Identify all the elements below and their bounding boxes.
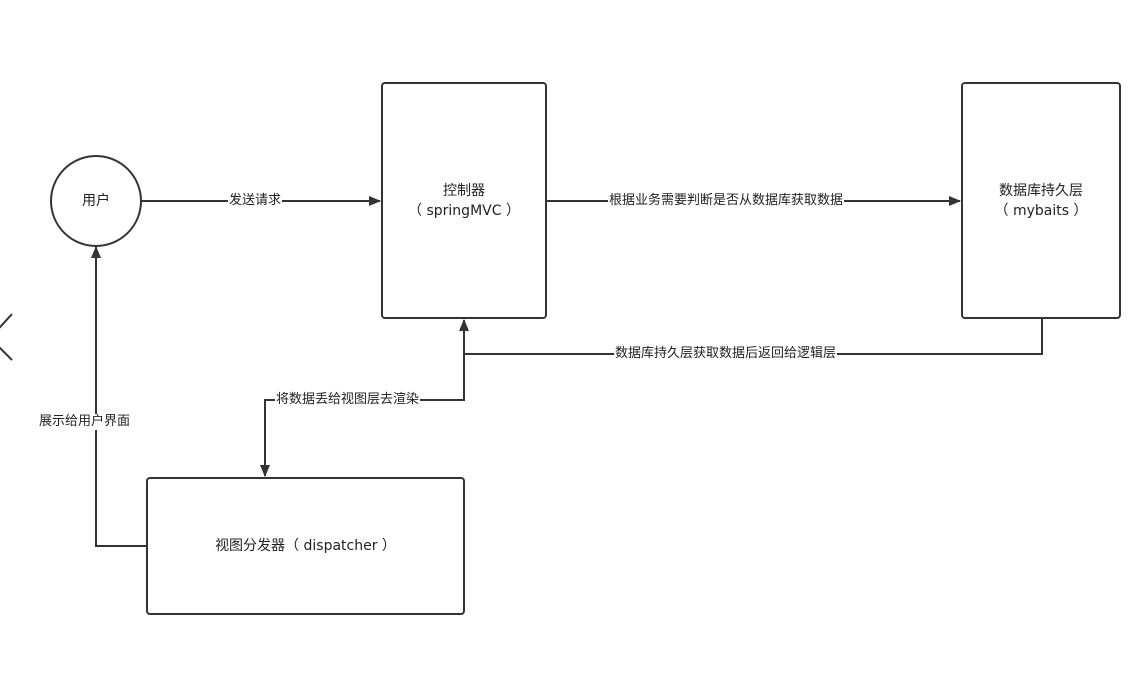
edge-label-show-ui: 展示给用户界面 [38, 414, 132, 430]
edge-label-return-data: 数据库持久层获取数据后返回给逻辑层 [614, 346, 838, 362]
edge-label-send-request: 发送请求 [228, 193, 283, 209]
user-label: 用户 [82, 193, 110, 209]
dispatcher-label: 视图分发器（ dispatcher ） [215, 538, 396, 554]
left-chevron-icon[interactable] [0, 313, 13, 361]
persistence-subtitle: （ mybaits ） [994, 202, 1088, 219]
edge-label-render-view: 将数据丢给视图层去渲染 [275, 392, 421, 408]
persistence-node[interactable]: 数据库持久层 （ mybaits ） [961, 82, 1121, 319]
edge-label-fetch-data: 根据业务需要判断是否从数据库获取数据 [608, 193, 845, 209]
controller-title: 控制器 [443, 182, 485, 199]
persistence-title: 数据库持久层 [999, 182, 1083, 199]
controller-node[interactable]: 控制器 （ springMVC ） [381, 82, 547, 319]
user-node[interactable]: 用户 [50, 155, 142, 247]
edge-show-ui [91, 246, 147, 547]
edge-render-view [260, 354, 465, 477]
controller-subtitle: （ springMVC ） [408, 202, 520, 219]
dispatcher-node[interactable]: 视图分发器（ dispatcher ） [146, 477, 465, 615]
